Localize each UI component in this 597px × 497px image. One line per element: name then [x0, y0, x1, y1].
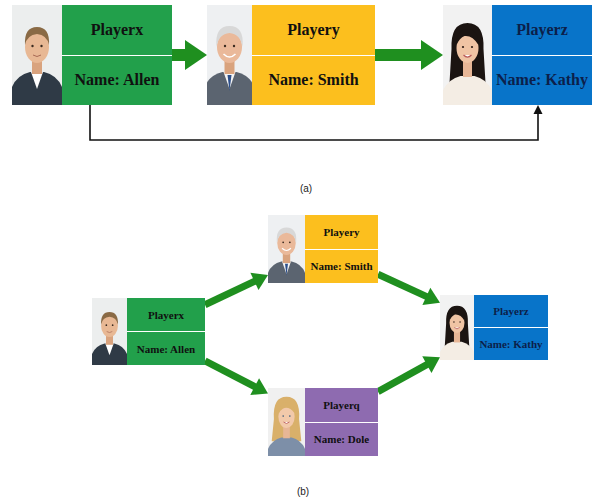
arrow-head: [422, 288, 440, 305]
portrait-slot: [92, 298, 127, 365]
player-card: PlayerzName: Kathy: [443, 5, 592, 105]
figure-label: (b): [297, 486, 309, 497]
panel-cell: Playerz: [474, 295, 548, 327]
player-panel: PlayeryName: Smith: [305, 215, 378, 283]
panel-cell: Name: Kathy: [492, 55, 592, 106]
portrait: [443, 5, 493, 105]
player-card: PlayerzName: Kathy: [440, 295, 548, 360]
panel-cell: Name: Smith: [305, 249, 378, 284]
panel-cell: Playerx: [127, 298, 205, 331]
player-text: Name: Kathy: [479, 338, 542, 350]
connector-line: [378, 274, 427, 297]
arrow-head: [421, 40, 443, 70]
arrow-head: [422, 356, 440, 373]
player-text: Name: Smith: [310, 260, 372, 272]
connector: [205, 361, 268, 395]
panel-cell: Playery: [305, 215, 378, 249]
portrait-slot: [207, 5, 252, 105]
player-text: Name: Dole: [314, 433, 369, 445]
player-card: PlayerxName: Allen: [92, 298, 205, 365]
player-panel: PlayerxName: Allen: [62, 5, 172, 105]
connector-line: [378, 364, 428, 391]
panel-cell: Name: Kathy: [474, 327, 548, 360]
connector-line: [205, 361, 256, 387]
connector-line: [375, 49, 422, 61]
player-panel: PlayeryName: Smith: [252, 5, 375, 105]
portrait-slot: [268, 215, 305, 283]
player-panel: PlayerzName: Kathy: [474, 295, 548, 360]
panel-cell: Name: Allen: [62, 55, 172, 106]
figure-label-box: (a): [300, 178, 312, 196]
player-text: Playerz: [516, 21, 568, 39]
player-text: Name: Smith: [268, 71, 358, 89]
portrait: [440, 294, 474, 362]
connector-line: [205, 281, 255, 305]
player-text: Playerx: [148, 309, 184, 321]
arrow-head: [250, 378, 268, 395]
player-panel: PlayerxName: Allen: [127, 298, 205, 365]
arrow-head: [250, 273, 268, 290]
connector-line: [90, 105, 538, 140]
portrait: [12, 5, 62, 105]
connector: [378, 356, 440, 391]
player-card: PlayeryName: Smith: [207, 5, 375, 105]
connector-line: [172, 49, 186, 61]
player-card: PlayerxName: Allen: [12, 5, 172, 105]
player-panel: PlayerzName: Kathy: [492, 5, 592, 105]
player-card: PlayerqName: Dole: [268, 388, 378, 456]
panel-cell: Playerz: [492, 5, 592, 55]
player-text: Name: Kathy: [496, 71, 588, 89]
player-text: Playery: [287, 21, 339, 39]
portrait-slot: [12, 5, 62, 105]
player-text: Playerq: [323, 399, 359, 411]
panel-cell: Name: Allen: [127, 331, 205, 365]
arrow-head: [185, 40, 207, 70]
panel-cell: Name: Dole: [305, 422, 378, 457]
panel-cell: Name: Smith: [252, 55, 375, 106]
player-text: Name: Allen: [75, 71, 160, 89]
connector: [205, 273, 268, 305]
player-text: Name: Allen: [137, 343, 195, 355]
portrait-slot: [268, 388, 305, 456]
player-panel: PlayerqName: Dole: [305, 388, 378, 456]
portrait: [268, 385, 305, 459]
portrait: [92, 297, 127, 367]
player-text: Playerx: [91, 21, 143, 39]
connector: [172, 40, 207, 70]
figure-label-box: (b): [297, 481, 309, 497]
portrait-slot: [443, 5, 492, 105]
player-text: Playery: [323, 226, 359, 238]
figure-label: (a): [300, 183, 312, 194]
player-text: Playerz: [493, 305, 528, 317]
panel-cell: Playery: [252, 5, 375, 55]
connector: [378, 274, 440, 305]
player-card: PlayeryName: Smith: [268, 215, 378, 283]
portrait: [205, 5, 255, 105]
panel-cell: Playerq: [305, 388, 378, 422]
connector: [90, 105, 543, 140]
portrait-slot: [440, 295, 474, 360]
panel-cell: Playerx: [62, 5, 172, 55]
arrow-head: [534, 105, 543, 114]
portrait: [268, 212, 305, 286]
connector: [375, 40, 443, 70]
